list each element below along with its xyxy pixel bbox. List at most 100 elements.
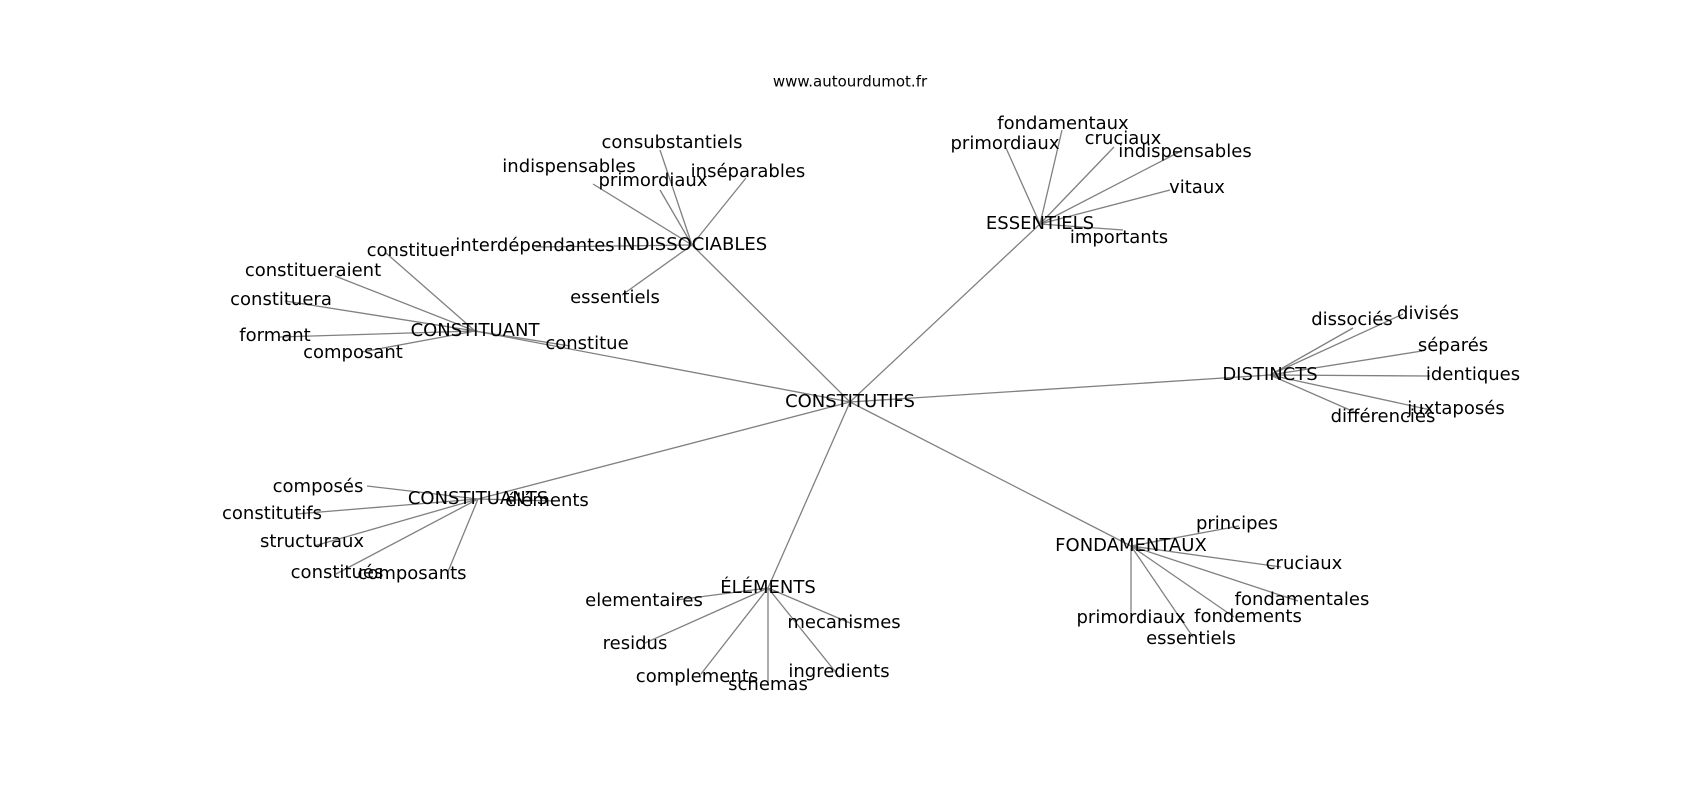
edge-constituants-constitutifs	[295, 498, 479, 515]
edge-center-distincts	[849, 374, 1271, 403]
leaf-node-principes: principes	[1196, 513, 1278, 534]
leaf-node-complements: complements	[636, 666, 758, 687]
edge-fondamentaux-fondements	[1130, 545, 1235, 618]
edge-essentiels-indispensables	[1039, 149, 1184, 225]
leaf-node-constitutifs: constitutifs	[222, 503, 322, 524]
edge-indissociables-inseparables	[691, 177, 747, 246]
hub-node-essentiels: ESSENTIELS	[986, 213, 1094, 234]
edge-constituants-composants	[446, 498, 479, 575]
leaf-node-structuraux: structuraux	[260, 531, 364, 552]
edge-essentiels-primordiaux	[1005, 147, 1041, 225]
hub-node-indissociables: INDISSOCIABLES	[617, 234, 767, 255]
leaf-node-residus: residus	[603, 633, 668, 654]
leaf-node-constitues: constitués	[291, 562, 384, 583]
leaf-node-cruciaux: cruciaux	[1266, 553, 1343, 574]
leaf-node-constitue: constitue	[545, 333, 628, 354]
leaf-node-fondamentaux: fondamentaux	[997, 113, 1129, 134]
edge-constituant-composant	[361, 330, 476, 353]
edge-indissociables-consubstantiels	[659, 149, 693, 246]
leaf-node-consubstantiels: consubstantiels	[602, 132, 743, 153]
leaf-node-fondamentales: fondamentales	[1235, 589, 1370, 610]
edge-distincts-differencies	[1269, 374, 1360, 415]
leaf-node-indispensables: indispensables	[1118, 141, 1251, 162]
edge-constituant-constitueraient	[334, 275, 476, 332]
edge-center-fondamentaux	[849, 401, 1132, 547]
leaf-node-importants: importants	[1070, 227, 1168, 248]
source-credit: www.autourdumot.fr	[773, 73, 928, 91]
leaf-node-vitaux: vitaux	[1169, 177, 1225, 198]
edge-fondamentaux-essentiels	[1130, 545, 1194, 638]
leaf-node-separes: séparés	[1418, 335, 1488, 356]
leaf-node-elements: éléments	[505, 490, 589, 511]
edge-indissociables-primordiaux	[659, 189, 693, 246]
leaf-node-cruciaux: cruciaux	[1085, 128, 1162, 149]
edge-indissociables-interdependantes	[535, 244, 693, 248]
leaf-node-constituer: constituer	[367, 240, 458, 261]
edge-constituants-composes	[366, 485, 479, 500]
edge-fondamentaux-cruciaux	[1130, 545, 1282, 568]
edge-distincts-dissocies	[1269, 327, 1354, 376]
leaf-node-dissocies: dissociés	[1311, 309, 1393, 330]
leaf-node-identiques: identiques	[1426, 364, 1520, 385]
edge-constituants-constitues	[335, 498, 479, 575]
edge-constituant-constitue	[474, 330, 571, 347]
edge-elements-complements	[700, 587, 769, 675]
hub-node-fondamentaux: FONDAMENTAUX	[1055, 535, 1207, 556]
edge-constituant-constituera	[284, 300, 476, 332]
leaf-node-differencies: différenciés	[1331, 406, 1436, 427]
leaf-node-juxtaposes: juxtaposés	[1406, 398, 1504, 419]
edge-constituant-formant	[278, 330, 476, 338]
edge-distincts-separes	[1269, 350, 1423, 376]
leaf-node-constitueraient: constitueraient	[245, 260, 381, 281]
edge-distincts-identiques	[1269, 374, 1431, 377]
leaf-node-essentiels: essentiels	[1146, 628, 1236, 649]
leaf-node-schemas: schemas	[728, 674, 808, 695]
leaf-node-primordiaux: primordiaux	[951, 133, 1060, 154]
graph-labels: CONSTITUTIFS INDISSOCIABLES consubstantiel…	[222, 113, 1520, 695]
graph-edges	[278, 129, 1432, 684]
leaf-node-composes: composés	[273, 476, 364, 497]
edge-center-elements	[767, 401, 851, 589]
leaf-node-interdependantes: interdépendantes	[455, 235, 614, 256]
edge-distincts-juxtaposes	[1269, 374, 1432, 411]
edge-constituants-structuraux	[313, 498, 479, 547]
hub-node-constituant: CONSTITUANT	[411, 320, 541, 341]
leaf-node-fondements: fondements	[1194, 606, 1302, 627]
edge-elements-elementaires	[675, 587, 769, 601]
edge-center-essentiels	[849, 223, 1041, 403]
leaf-node-indispensables: indispensables	[502, 156, 635, 177]
edge-fondamentaux-fondamentales	[1130, 545, 1299, 602]
edge-fondamentaux-principes	[1130, 525, 1240, 547]
leaf-node-constituera: constituera	[230, 289, 332, 310]
edge-elements-residus	[644, 587, 769, 644]
edge-center-constituants	[477, 401, 851, 500]
leaf-node-inseparables: inséparables	[691, 161, 806, 182]
center-node-label: CONSTITUTIFS	[785, 391, 915, 412]
leaf-node-ingredients: ingredients	[788, 661, 889, 682]
leaf-node-composant: composant	[303, 342, 403, 363]
edge-essentiels-vitaux	[1039, 189, 1171, 225]
edge-center-indissociables	[691, 244, 851, 403]
edge-elements-mecanismes	[767, 587, 851, 624]
leaf-node-composants: composants	[357, 563, 466, 584]
edge-essentiels-fondamentaux	[1039, 129, 1063, 225]
edge-elements-ingredients	[767, 587, 839, 676]
edge-indissociables-indispensables	[592, 183, 693, 246]
edge-constituants-elements	[477, 498, 556, 502]
leaf-node-mecanismes: mecanismes	[787, 612, 900, 633]
leaf-node-elementaires: elementaires	[585, 590, 703, 611]
edge-center-constituant	[474, 330, 851, 403]
edge-essentiels-importants	[1039, 223, 1124, 231]
leaf-node-primordiaux: primordiaux	[1077, 607, 1186, 628]
edge-constituant-constituer	[385, 252, 476, 332]
leaf-node-primordiaux: primordiaux	[599, 170, 708, 191]
edge-distincts-divises	[1269, 313, 1404, 376]
hub-node-elements: ÉLÉMENTS	[720, 576, 816, 598]
leaf-node-divises: divisés	[1397, 303, 1459, 324]
leaf-node-formant: formant	[239, 325, 310, 346]
leaf-node-essentiels: essentiels	[570, 287, 660, 308]
edge-indissociables-essentiels	[621, 244, 693, 296]
hub-node-constituants: CONSTITUANTS	[408, 488, 548, 509]
edge-essentiels-cruciaux	[1039, 146, 1115, 225]
